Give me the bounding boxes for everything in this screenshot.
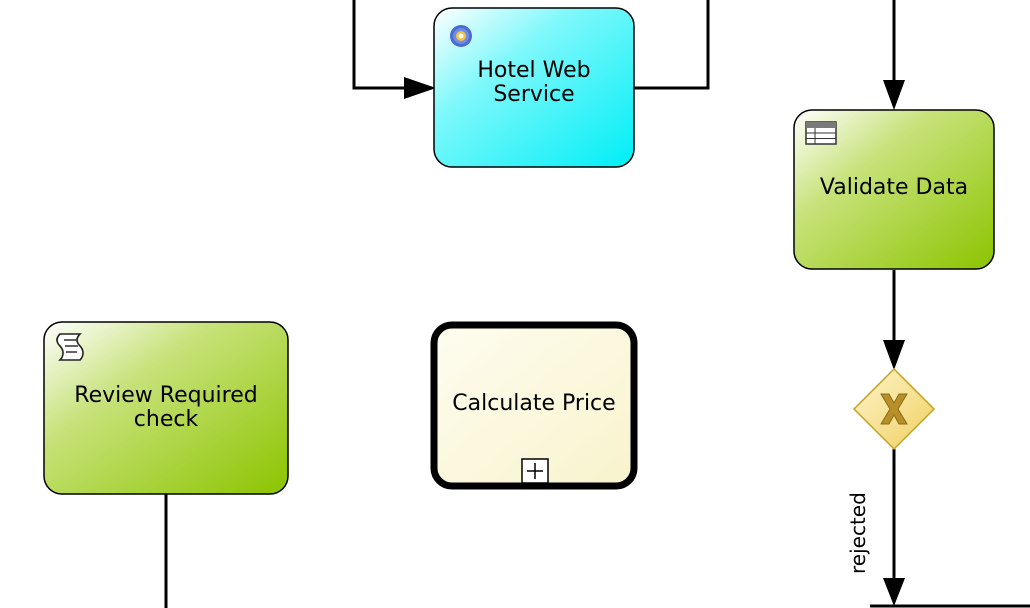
table-icon — [805, 121, 837, 145]
task-label-validate-data: Validate Data — [819, 174, 969, 200]
task-label-review-required-check: Review Required check — [74, 383, 258, 432]
task-hotel-web-service[interactable] — [433, 7, 635, 168]
sequence-flow-validate-to-gateway[interactable] — [883, 270, 905, 370]
x-marker-icon — [880, 393, 908, 425]
subprocess-plus-icon[interactable] — [521, 458, 549, 484]
task-review-required-check[interactable] — [43, 321, 289, 495]
sequence-flow-loop[interactable] — [352, 0, 710, 99]
sequence-flow-rejected[interactable] — [870, 449, 1030, 608]
gear-icon — [450, 25, 472, 47]
edge-label-rejected: rejected — [846, 492, 870, 574]
exclusive-gateway[interactable] — [852, 367, 936, 451]
task-validate-data[interactable] — [793, 109, 995, 270]
task-label-hotel-web-service: Hotel Web Service — [477, 57, 591, 107]
sequence-flow-to-validate[interactable] — [883, 0, 905, 110]
task-calculate-price[interactable] — [430, 321, 638, 490]
script-icon — [56, 333, 84, 361]
task-label-calculate-price: Calculate Price — [452, 390, 616, 416]
